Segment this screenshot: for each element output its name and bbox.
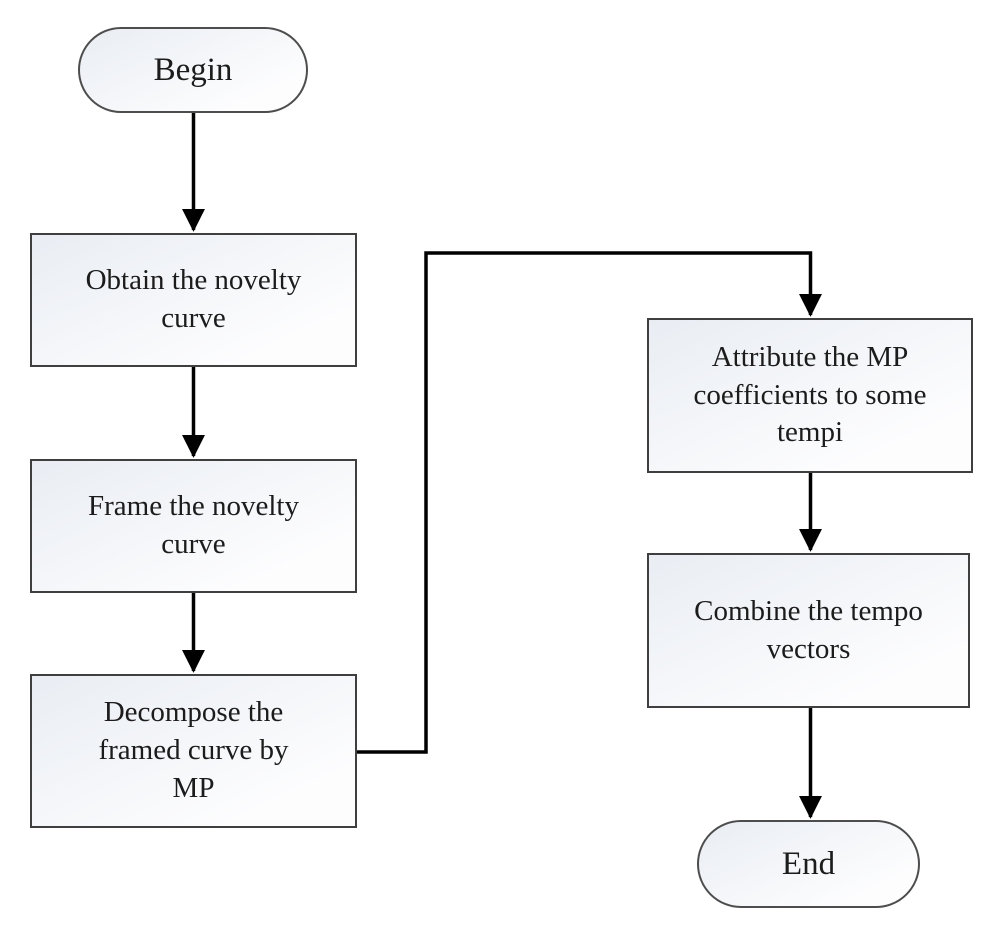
node-decompose-label: Decompose the framed curve by MP — [98, 696, 289, 804]
node-begin: Begin — [78, 27, 308, 113]
node-decompose-by-mp: Decompose the framed curve by MP — [30, 674, 357, 828]
node-begin-label: Begin — [153, 51, 233, 88]
node-end-label: End — [781, 845, 836, 882]
node-combine-tempo-vectors: Combine the tempo vectors — [647, 553, 970, 708]
node-obtain-label: Obtain the novelty curve — [85, 264, 302, 334]
node-end: End — [697, 820, 920, 908]
node-attribute-label: Attribute the MP coefficients to some te… — [693, 340, 927, 449]
node-frame-label: Frame the novelty curve — [87, 490, 299, 560]
node-combine-label: Combine the tempo vectors — [694, 594, 923, 665]
node-attribute-mp-coefficients: Attribute the MP coefficients to some te… — [647, 318, 973, 473]
node-frame-novelty-curve: Frame the novelty curve — [30, 459, 357, 593]
node-obtain-novelty-curve: Obtain the novelty curve — [30, 233, 357, 367]
